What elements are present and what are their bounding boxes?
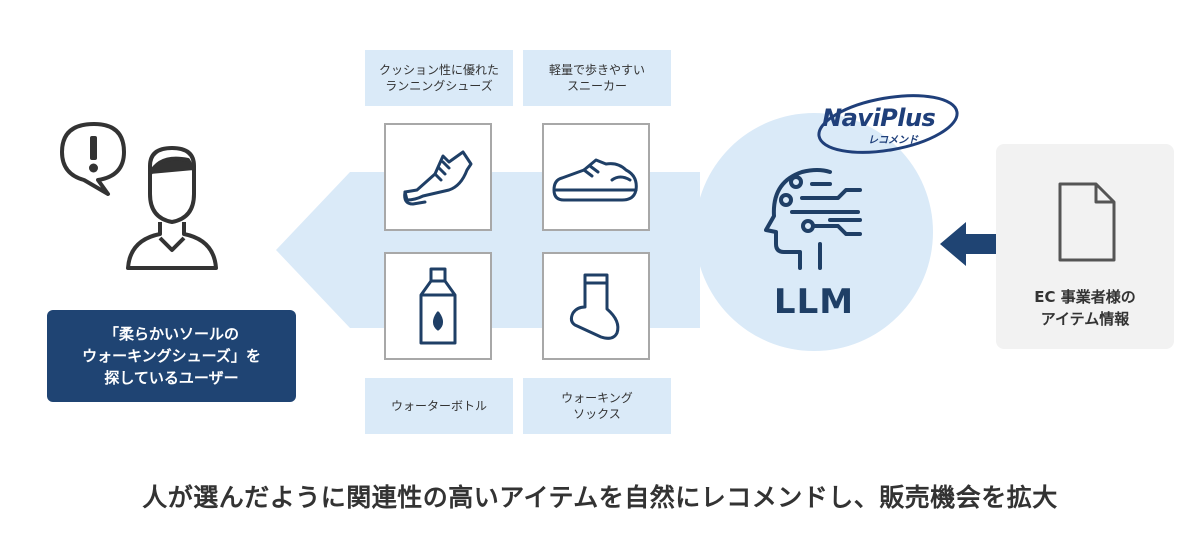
document-icon — [1058, 182, 1116, 262]
sneaker-icon — [552, 158, 638, 202]
user-caption: 「柔らかいソールの ウォーキングシューズ」を 探しているユーザー — [47, 310, 296, 402]
brand-sub: レコメンド — [868, 135, 918, 146]
brand-name: NaviPlus — [822, 104, 936, 132]
item-label-running-shoe: クッション性に優れた ランニングシューズ — [365, 50, 513, 106]
input-arrow-icon — [940, 222, 996, 266]
item-label-water-bottle: ウォーターボトル — [365, 378, 513, 434]
item-label-sneaker: 軽量で歩きやすい スニーカー — [523, 50, 671, 106]
running-shoe-icon — [403, 150, 473, 206]
logo-swoosh-icon — [817, 94, 959, 154]
item-card-sneaker — [542, 123, 650, 231]
exclamation-speech-icon — [60, 122, 126, 196]
item-card-running-shoe — [384, 123, 492, 231]
ai-head-icon — [764, 168, 862, 270]
headline: 人が選んだように関連性の高いアイテムを自然にレコメンドし、販売機会を拡大 — [142, 483, 1058, 512]
sock-icon — [569, 273, 620, 340]
item-card-sock — [542, 252, 650, 360]
item-label-sock: ウォーキング ソックス — [523, 378, 671, 434]
llm-label: LLM — [773, 282, 855, 322]
user-icon — [126, 146, 218, 270]
water-bottle-icon — [419, 267, 457, 345]
item-card-water-bottle — [384, 252, 492, 360]
llm-circle — [695, 113, 933, 351]
user-figure — [60, 122, 218, 270]
naviplus-logo: NaviPlus レコメンド — [810, 88, 960, 158]
ec-info-text: EC 事業者様の アイテム情報 — [1034, 288, 1136, 328]
ec-info-box — [996, 144, 1174, 349]
